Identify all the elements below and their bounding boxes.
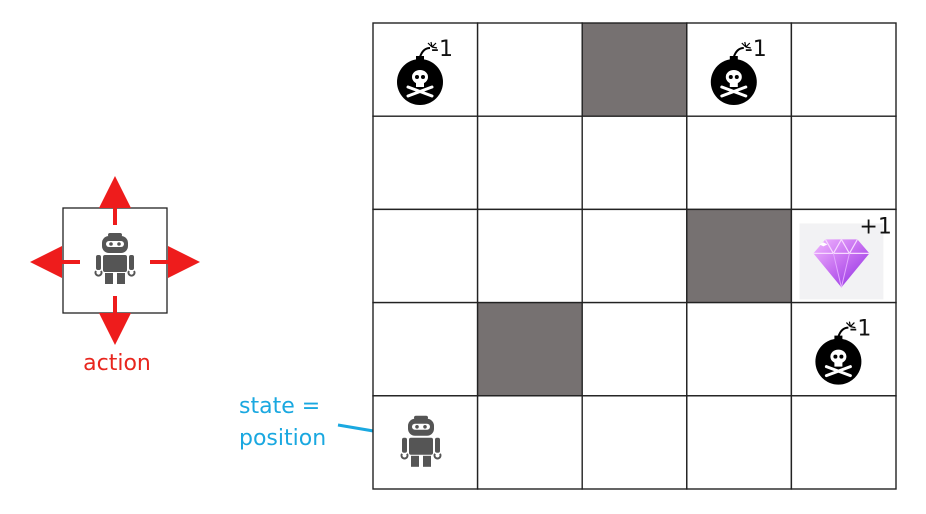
grid-cell [581, 395, 688, 490]
reward-label: -1 [849, 317, 871, 342]
wall-cell [476, 301, 583, 397]
grid-cell [790, 115, 897, 211]
grid-cell [476, 208, 583, 304]
grid-cell [581, 208, 688, 304]
grid-cell [476, 22, 583, 117]
grid-cell [476, 115, 583, 211]
grid-cell [581, 115, 688, 211]
reward-label: -1 [745, 37, 767, 62]
grid-cell [372, 115, 479, 211]
wall-cell [581, 22, 688, 117]
grid-cell [686, 115, 793, 211]
grid-cell [476, 395, 583, 490]
grid-cell [372, 301, 479, 397]
grid-cell [686, 395, 793, 490]
grid-cell [686, 301, 793, 397]
state-label-line-2: position [239, 426, 326, 451]
grid-cell [372, 208, 479, 304]
grid-cell [372, 395, 479, 490]
state-label: state = position [239, 394, 398, 451]
reward-label: -1 [431, 37, 453, 62]
reward-label: +1 [859, 214, 891, 239]
grid-cell [790, 395, 897, 490]
wall-cell [686, 208, 793, 304]
action-label: action [83, 351, 151, 376]
action-arrows [30, 176, 200, 345]
action-panel: action [30, 176, 200, 376]
grid-cell [790, 22, 897, 117]
grid-cell [581, 301, 688, 397]
state-label-line-1: state = [239, 394, 320, 419]
gridworld: -1 -1 -1 +1 [372, 22, 897, 490]
